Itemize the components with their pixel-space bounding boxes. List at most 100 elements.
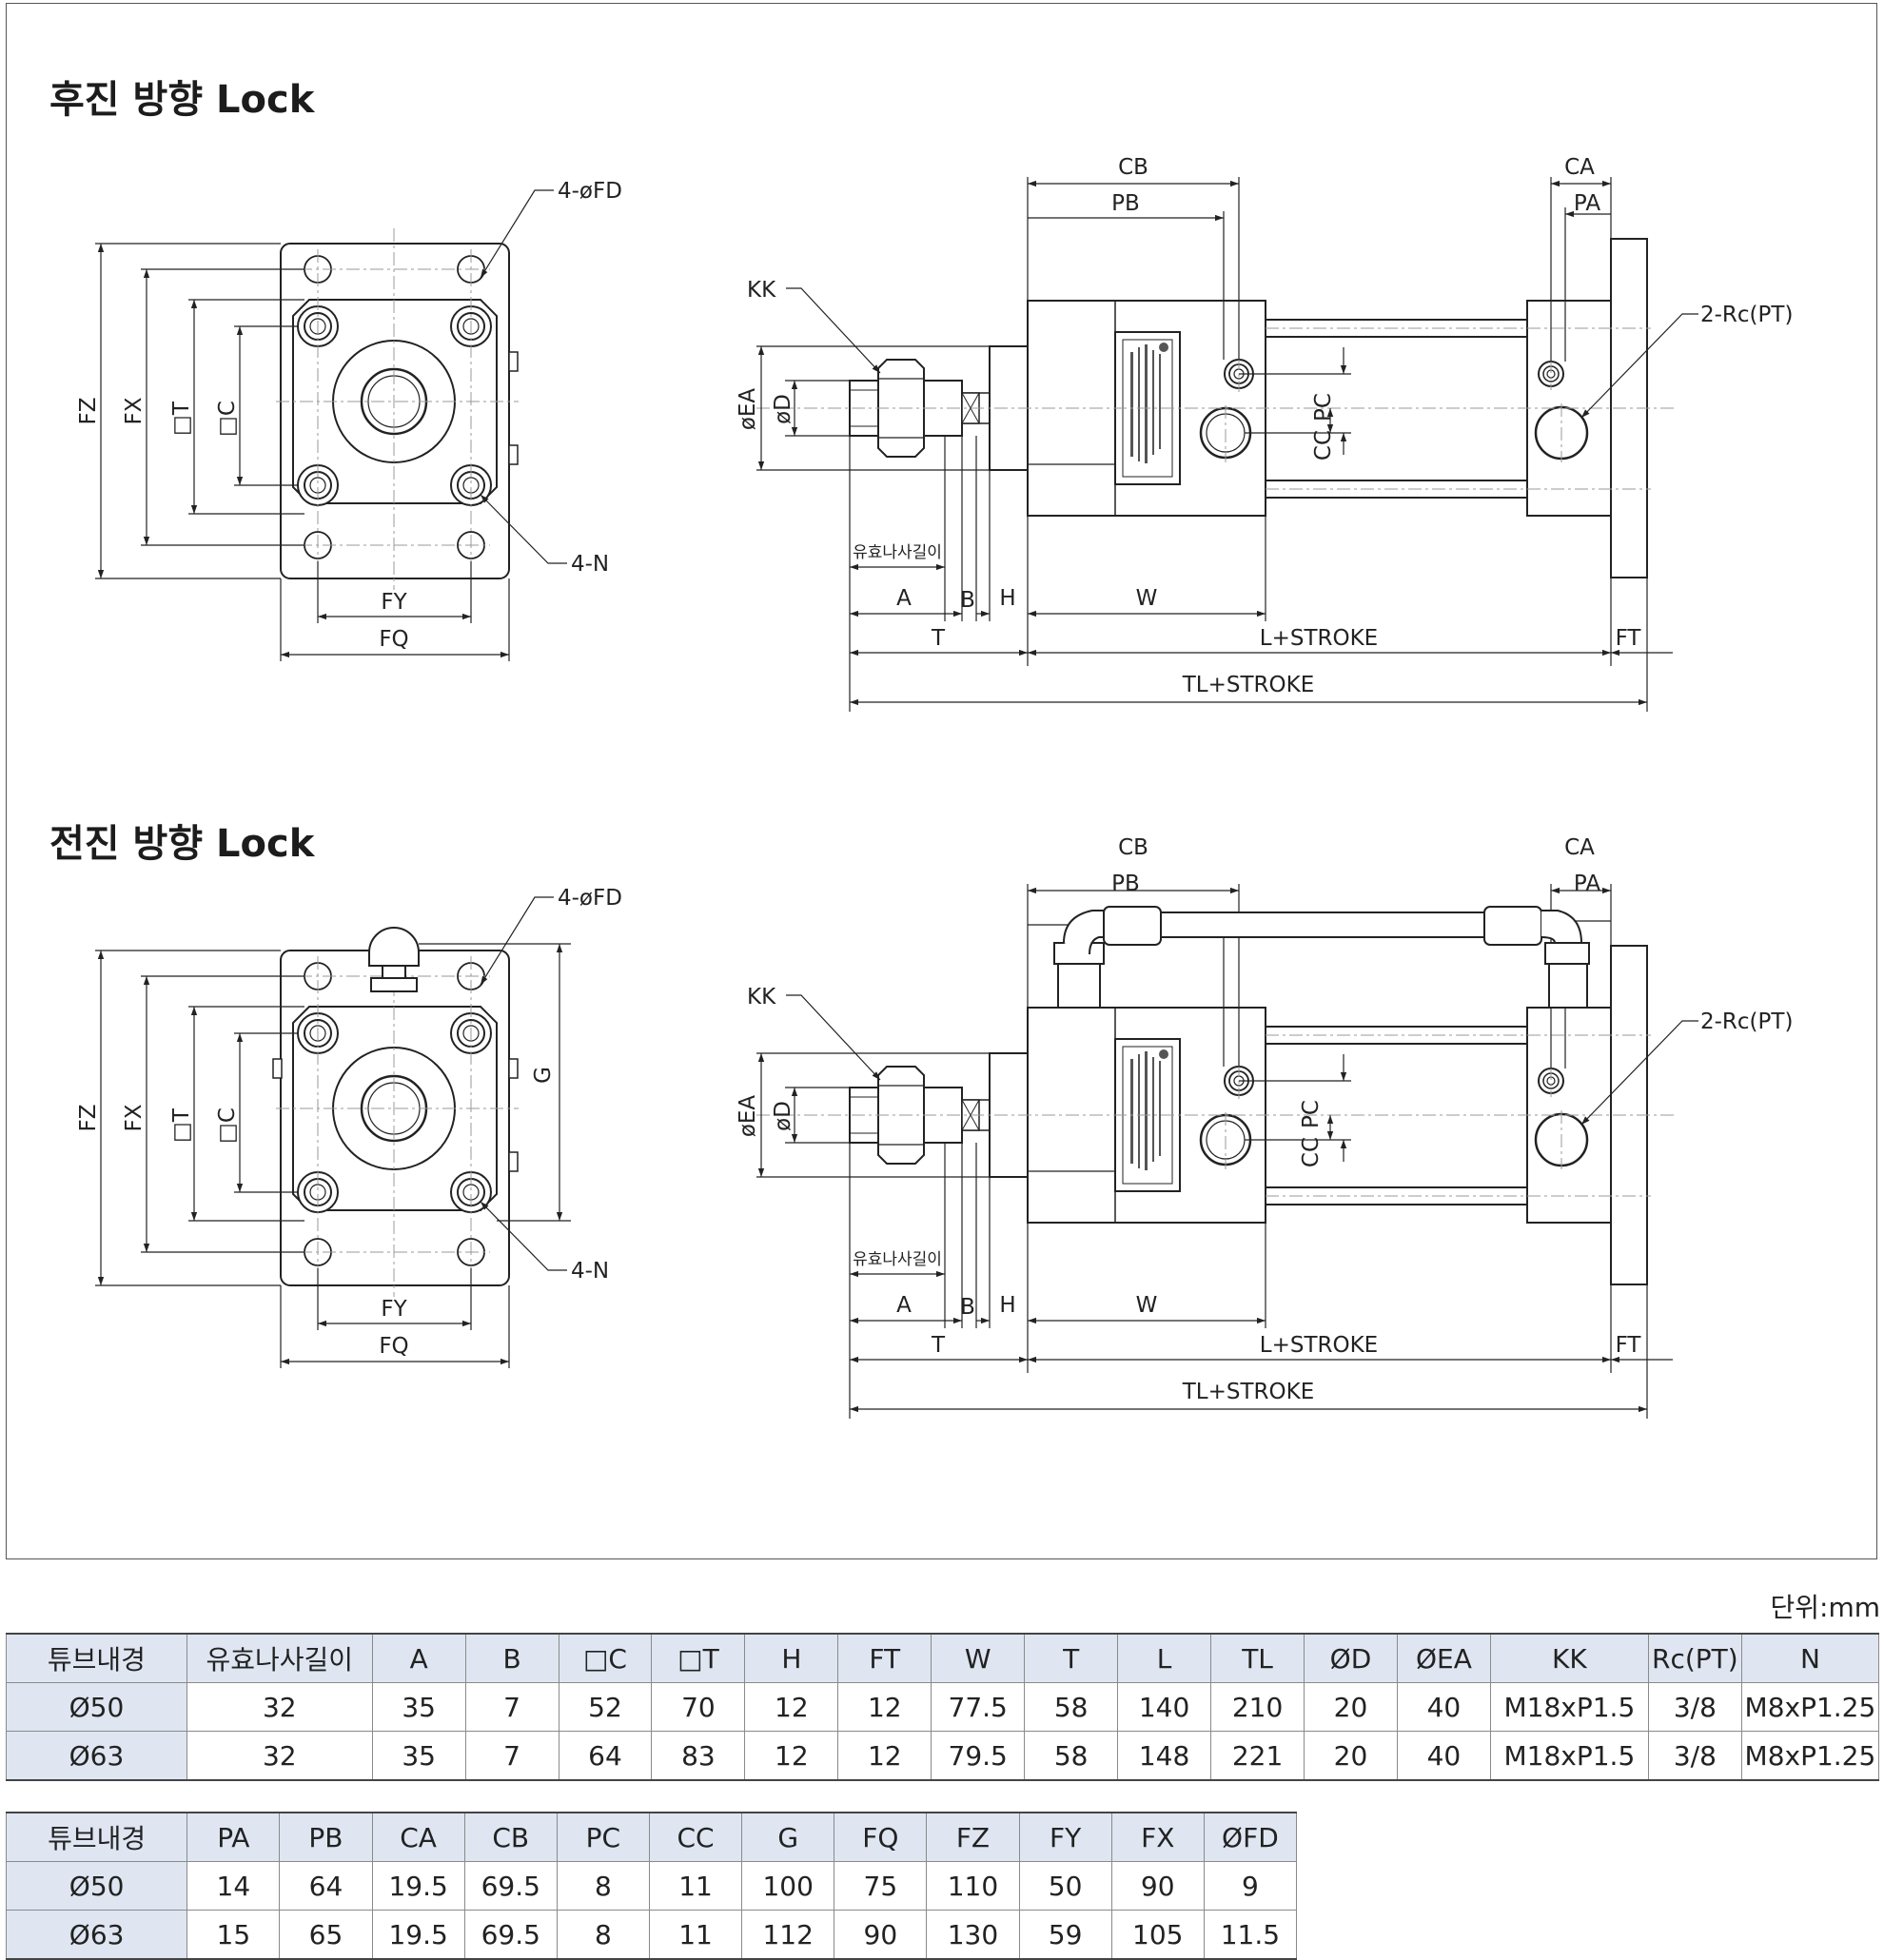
table-cell: 64 [558, 1731, 653, 1781]
header-cell: ØFD [1203, 1812, 1298, 1862]
label-fx: FX [122, 1104, 147, 1131]
header-cell: T [1024, 1633, 1119, 1683]
label-h: H [999, 586, 1015, 611]
table-cell: 100 [741, 1861, 835, 1911]
label-a: A [896, 1293, 912, 1318]
label-thread-length: 유효나사길이 [853, 1250, 942, 1269]
table-cell: 110 [926, 1861, 1020, 1911]
table-cell: 83 [651, 1731, 746, 1781]
front-view-retract [95, 190, 567, 661]
table-cell: 19.5 [371, 1861, 465, 1911]
table-cell: 70 [651, 1682, 746, 1732]
table-cell: 77.5 [931, 1682, 1026, 1732]
table-cell: 35 [371, 1682, 466, 1732]
label-t: T [931, 626, 946, 651]
label-4-fd: 4-øFD [558, 886, 622, 911]
label-pb: PB [1111, 191, 1140, 216]
table-cell: 12 [837, 1682, 932, 1732]
label-square-c: □C [215, 1107, 240, 1144]
table-cell: 3/8 [1647, 1682, 1742, 1732]
header-cell: B [464, 1633, 559, 1683]
section-title-advance: 전진 방향 Lock [49, 822, 315, 866]
table-cell: 221 [1210, 1731, 1305, 1781]
table-cell: 65 [279, 1910, 373, 1960]
header-cell: FX [1110, 1812, 1205, 1862]
header-cell: Rc(PT) [1647, 1633, 1742, 1683]
label-thread-length: 유효나사길이 [853, 543, 942, 562]
label-w: W [1136, 1293, 1158, 1318]
header-cell: PA [186, 1812, 281, 1862]
table-cell: 20 [1304, 1731, 1398, 1781]
label-l-stroke: L+STROKE [1260, 626, 1378, 651]
header-cell: PC [556, 1812, 650, 1862]
table-cell: 52 [558, 1682, 653, 1732]
header-cell: CB [463, 1812, 558, 1862]
table-cell: 8 [556, 1910, 650, 1960]
table-cell: 12 [837, 1731, 932, 1781]
label-w: W [1136, 586, 1158, 611]
header-cell: A [371, 1633, 466, 1683]
section-title-retract: 후진 방향 Lock [49, 78, 315, 122]
label-fx: FX [122, 397, 147, 424]
label-fq: FQ [379, 1334, 408, 1359]
table-cell: 35 [371, 1731, 466, 1781]
table-cell: 105 [1110, 1910, 1205, 1960]
table-cell: 32 [186, 1682, 373, 1732]
label-l-stroke: L+STROKE [1260, 1333, 1378, 1358]
label-fq: FQ [379, 627, 408, 652]
table-cell: 59 [1018, 1910, 1112, 1960]
header-cell: CC [648, 1812, 743, 1862]
header-cell: TL [1210, 1633, 1305, 1683]
table-cell: 12 [744, 1731, 839, 1781]
table-cell: 75 [834, 1861, 928, 1911]
label-fy: FY [381, 590, 407, 615]
row-header-cell: Ø63 [6, 1731, 187, 1781]
table-cell: 3/8 [1647, 1731, 1742, 1781]
side-view-retract [756, 177, 1698, 712]
label-ft: FT [1616, 1333, 1642, 1358]
header-cell: N [1740, 1633, 1880, 1683]
table-cell: 40 [1396, 1731, 1491, 1781]
table-cell: 14 [186, 1861, 281, 1911]
label-kk: KK [747, 985, 776, 1009]
header-cell: KK [1489, 1633, 1649, 1683]
label-pa: PA [1574, 191, 1600, 216]
label-cc: CC [1299, 1137, 1324, 1167]
table-cell: 15 [186, 1910, 281, 1960]
table-cell: 90 [1110, 1861, 1205, 1911]
table-cell: 11.5 [1203, 1910, 1298, 1960]
header-cell: 튜브내경 [6, 1633, 187, 1683]
table-cell: 20 [1304, 1682, 1398, 1732]
table-cell: 210 [1210, 1682, 1305, 1732]
header-cell: FY [1018, 1812, 1112, 1862]
header-cell: L [1117, 1633, 1212, 1683]
label-4-n: 4-N [571, 552, 609, 577]
table-cell: 140 [1117, 1682, 1212, 1732]
table-cell: M18xP1.5 [1489, 1682, 1649, 1732]
table-cell: 58 [1024, 1731, 1119, 1781]
table-cell: 7 [464, 1682, 559, 1732]
table-cell: 8 [556, 1861, 650, 1911]
label-cc: CC [1311, 430, 1336, 461]
label-ft: FT [1616, 626, 1642, 651]
table-cell: M8xP1.25 [1740, 1682, 1880, 1732]
label-tl-stroke: TL+STROKE [1182, 1380, 1314, 1404]
table-cell: 79.5 [931, 1731, 1026, 1781]
table-cell: 7 [464, 1731, 559, 1781]
label-fz: FZ [76, 398, 101, 425]
table-cell: 11 [648, 1861, 743, 1911]
label-ea: øEA [736, 388, 760, 431]
table-cell: 69.5 [463, 1861, 558, 1911]
label-pa: PA [1574, 872, 1600, 896]
header-cell: FZ [926, 1812, 1020, 1862]
table-cell: 50 [1018, 1861, 1112, 1911]
label-ea: øEA [736, 1095, 760, 1138]
table-cell: 11 [648, 1910, 743, 1960]
label-t: T [931, 1333, 946, 1358]
